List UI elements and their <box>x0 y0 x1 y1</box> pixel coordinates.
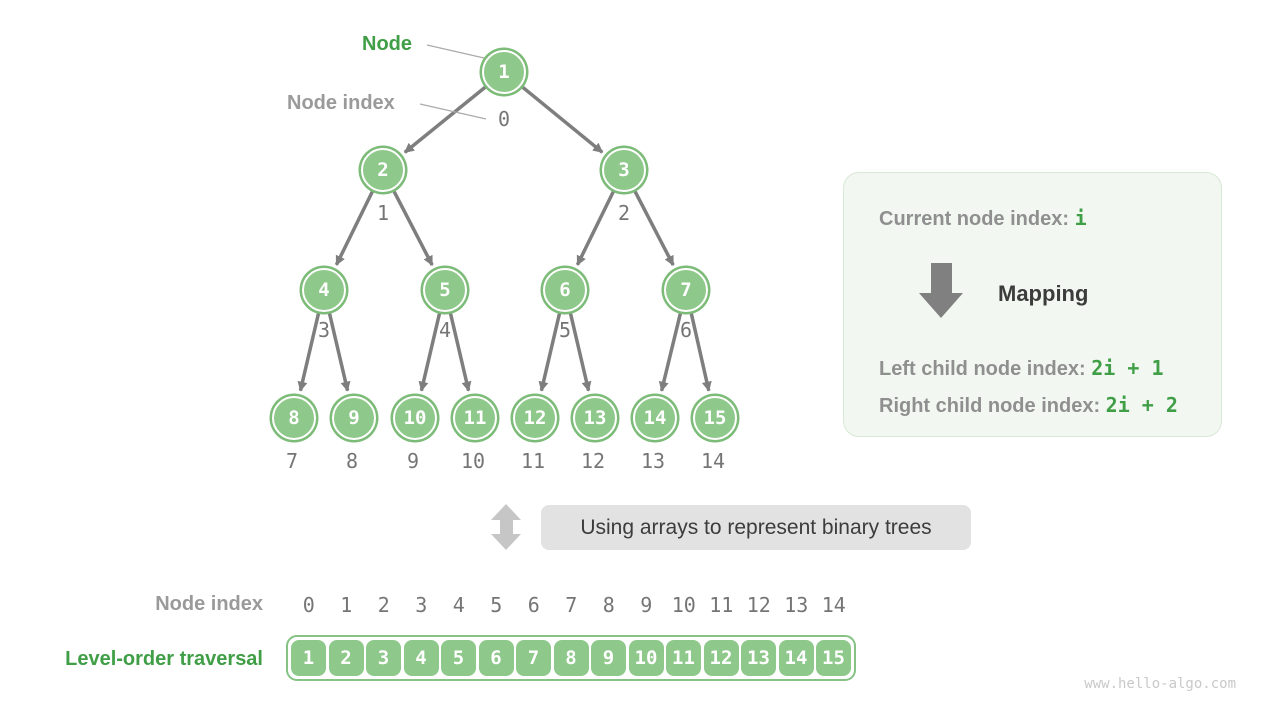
tree-node-index: 1 <box>376 201 390 225</box>
index-cell: 5 <box>490 593 503 617</box>
tree-node: 2 <box>361 148 405 192</box>
tree-node-index: 11 <box>520 449 546 473</box>
array-cell: 15 <box>816 640 851 676</box>
tree-node-index: 3 <box>317 318 331 342</box>
tree-node: 7 <box>664 268 708 312</box>
index-cell: 13 <box>784 593 809 617</box>
left-child-label: Left child node index: <box>879 358 1092 380</box>
tree-node: 6 <box>543 268 587 312</box>
tree-node: 8 <box>272 396 316 440</box>
watermark: www.hello-algo.com <box>1084 676 1236 692</box>
bottom-node-index-label: Node index <box>155 593 263 615</box>
array-container: 1 2 3 4 5 6 7 8 9 10 11 12 13 14 15 <box>286 635 856 681</box>
up-down-arrow-shaft <box>499 520 513 534</box>
array-cell: 12 <box>703 640 739 676</box>
index-cell: 4 <box>452 593 465 617</box>
array-cell: 7 <box>516 640 551 676</box>
array-cell: 9 <box>591 640 626 676</box>
array-cell: 3 <box>366 640 401 676</box>
index-cell: 7 <box>565 593 578 617</box>
tree-node-index: 7 <box>285 449 299 473</box>
tree-node: 14 <box>633 396 677 440</box>
tree-node-index: 2 <box>617 201 631 225</box>
tree-node-index: 13 <box>640 449 666 473</box>
index-cell: 9 <box>640 593 653 617</box>
index-cell: 12 <box>746 593 771 617</box>
tree-edges <box>297 85 712 392</box>
arrow-head <box>919 293 963 318</box>
index-cell: 0 <box>302 593 315 617</box>
arrow-down-icon <box>919 263 963 318</box>
array-cell: 5 <box>441 640 476 676</box>
index-cell: 8 <box>602 593 615 617</box>
array-cell: 11 <box>666 640 701 676</box>
current-node-index-line: Current node index: i <box>879 206 1087 231</box>
left-child-formula: 2i + 1 <box>1091 356 1164 380</box>
current-node-index-value: i <box>1074 206 1087 230</box>
tree-node: 10 <box>393 396 437 440</box>
tree-node-index: 6 <box>679 318 693 342</box>
current-node-index-label: Current node index: <box>879 208 1075 230</box>
tree-node: 13 <box>573 396 617 440</box>
mapping-panel: Current node index: i Mapping Left child… <box>843 172 1222 437</box>
tree-node: 9 <box>332 396 376 440</box>
node-index-row: 0 1 2 3 4 5 6 7 8 9 10 11 12 13 14 <box>290 593 853 617</box>
up-down-arrow-icon <box>491 504 521 550</box>
arrow-shaft <box>930 263 952 293</box>
right-child-formula-line: Right child node index: 2i + 2 <box>879 393 1178 418</box>
tree-node-index: 9 <box>406 449 420 473</box>
array-cell: 1 <box>291 640 326 676</box>
index-cell: 3 <box>415 593 428 617</box>
mapping-label: Mapping <box>998 281 1089 306</box>
tree-node-index: 5 <box>558 318 572 342</box>
index-cell: 2 <box>377 593 390 617</box>
caption-banner: Using arrays to represent binary trees <box>541 505 971 550</box>
leader-lines <box>419 44 487 120</box>
tree-node: 11 <box>453 396 497 440</box>
tree-node-index: 14 <box>700 449 726 473</box>
index-cell: 14 <box>821 593 846 617</box>
array-cell: 2 <box>328 640 364 676</box>
array-cell: 6 <box>478 640 514 676</box>
tree-node: 3 <box>602 148 646 192</box>
tree-node-index: 8 <box>345 449 359 473</box>
array-cell: 10 <box>628 640 664 676</box>
index-cell: 6 <box>527 593 540 617</box>
caption-text: Using arrays to represent binary trees <box>580 515 932 539</box>
array-cell: 8 <box>553 640 589 676</box>
tree-node: 1 <box>482 50 526 94</box>
array-cell: 13 <box>741 640 776 676</box>
array-cell: 4 <box>403 640 439 676</box>
index-cell: 1 <box>340 593 353 617</box>
index-cell: 11 <box>709 593 734 617</box>
tree-node: 4 <box>302 268 346 312</box>
left-child-formula-line: Left child node index: 2i + 1 <box>879 356 1163 381</box>
array-cell: 14 <box>778 640 814 676</box>
right-child-formula: 2i + 2 <box>1105 393 1178 417</box>
level-order-label: Level-order traversal <box>65 648 263 670</box>
tree-node: 15 <box>693 396 737 440</box>
tree-node-index: 0 <box>497 107 511 131</box>
right-child-label: Right child node index: <box>879 395 1106 417</box>
tree-node-index: 12 <box>580 449 606 473</box>
tree-node: 5 <box>423 268 467 312</box>
up-arrow-head <box>491 504 521 520</box>
tree-node-index: 10 <box>460 449 486 473</box>
tree-node-index: 4 <box>438 318 452 342</box>
index-cell: 10 <box>671 593 696 617</box>
node-pointer-label: Node <box>362 33 412 55</box>
tree-node: 12 <box>513 396 557 440</box>
down-arrow-head <box>491 534 521 550</box>
node-index-pointer-label: Node index <box>287 92 395 114</box>
